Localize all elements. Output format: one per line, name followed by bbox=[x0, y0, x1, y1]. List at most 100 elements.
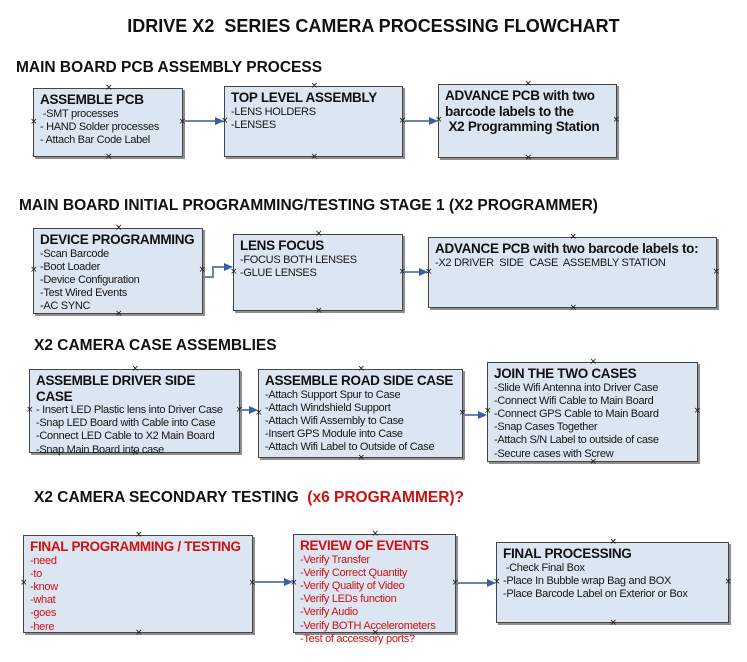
box-item: - Attach Bar Code Label bbox=[40, 133, 150, 146]
connector-line bbox=[456, 582, 487, 584]
box-title: FINAL PROCESSING bbox=[503, 546, 632, 561]
box-items: -Verify Transfer-Verify Correct Quantity… bbox=[300, 554, 449, 646]
box-items: -Scan Barcode-Boot Loader-Device Configu… bbox=[40, 248, 196, 314]
box-title: LENS FOCUS bbox=[240, 238, 325, 253]
connection-anchor-icon: × bbox=[612, 115, 620, 125]
flow-box-advance-pcb-driver-side: ADVANCE PCB with two barcode labels to: … bbox=[425, 233, 720, 313]
connection-anchor-icon: × bbox=[198, 265, 206, 275]
box-item: -Device Configuration bbox=[40, 273, 140, 286]
box-title: ASSEMBLE ROAD SIDE CASE bbox=[265, 373, 454, 388]
box-items: -Slide Wifi Antenna into Driver Case -Con… bbox=[494, 382, 691, 461]
box-item: -Connect LED Cable to X2 Main Board bbox=[36, 430, 215, 443]
box-item: -AC SYNC bbox=[40, 300, 91, 313]
page-title: IDRIVE X2 SERIES CAMERA PROCESSING FLOWC… bbox=[127, 16, 620, 36]
connector-line bbox=[203, 276, 214, 278]
section-heading-pcb-assembly: MAIN BOARD PCB ASSEMBLY PROCESS bbox=[16, 59, 323, 76]
box-items: - Insert LED Plastic lens into Driver Ca… bbox=[36, 404, 233, 457]
section-heading-case-assemblies: X2 CAMERA CASE ASSEMBLIES bbox=[34, 337, 277, 354]
box-items: -Check Final Box-Place In Bubble wrap Ba… bbox=[503, 562, 722, 602]
connector-line bbox=[212, 266, 224, 268]
box-item: -Snap Main Board into case bbox=[36, 443, 164, 456]
flow-box-top-level-assembly: TOP LEVEL ASSEMBLY -LENS HOLDERS-LENSES … bbox=[221, 82, 406, 162]
flow-box-join-the-two-cases: JOIN THE TWO CASES -Slide Wifi Antenna i… bbox=[484, 358, 701, 467]
box-item: -Verify Quality of Video bbox=[300, 579, 405, 592]
box-item: -LENS HOLDERS bbox=[231, 105, 316, 118]
box-items: -FOCUS BOTH LENSES-GLUE LENSES bbox=[240, 254, 396, 280]
box-item: -Verify Transfer bbox=[300, 553, 370, 566]
connector-line bbox=[253, 581, 284, 583]
box-item: -Connect GPS Cable to Main Board bbox=[494, 407, 659, 420]
flow-box-device-programming: DEVICE PROGRAMMING -Scan Barcode-Boot Lo… bbox=[30, 224, 206, 319]
connection-anchor-icon: × bbox=[371, 529, 380, 539]
box-item: -X2 DRIVER SIDE CASE ASSEMBLY STATION bbox=[435, 256, 666, 269]
box-item: -FOCUS BOTH LENSES bbox=[240, 253, 357, 266]
arrowhead-icon bbox=[478, 411, 487, 419]
arrowhead-icon bbox=[487, 579, 496, 587]
box-items: -SMT processes- HAND Solder processes- A… bbox=[40, 108, 176, 148]
box-item: -Check Final Box bbox=[503, 561, 585, 574]
box-item: -Attach Windshield Support bbox=[265, 401, 391, 414]
box-item: -to bbox=[30, 567, 42, 580]
box-title: FINAL PROGRAMMING / TESTING bbox=[30, 539, 241, 554]
box-item: -Attach Wifi Assembly to Case bbox=[265, 414, 404, 427]
connection-anchor-icon: × bbox=[131, 364, 140, 374]
box-title: JOIN THE TWO CASES bbox=[494, 366, 637, 381]
box-item: -SMT processes bbox=[40, 107, 119, 120]
section-heading-text: X2 CAMERA SECONDARY TESTING bbox=[34, 489, 299, 506]
box-title: ADVANCE PCB with two barcode labels to t… bbox=[445, 88, 600, 134]
box-title: ASSEMBLE DRIVER SIDE CASE bbox=[36, 373, 199, 404]
connection-anchor-icon: × bbox=[569, 232, 578, 242]
connection-anchor-icon: × bbox=[315, 229, 323, 239]
connection-anchor-icon: × bbox=[609, 537, 618, 547]
connector-line bbox=[404, 271, 419, 273]
box-item: -Verify LEDs function bbox=[300, 593, 397, 606]
connection-anchor-icon: × bbox=[310, 81, 319, 91]
box-item: -Slide Wifi Antenna into Driver Case bbox=[494, 381, 659, 394]
arrowhead-icon bbox=[429, 117, 438, 125]
box-title: DEVICE PROGRAMMING bbox=[40, 232, 195, 247]
connection-anchor-icon: × bbox=[135, 530, 143, 540]
flow-box-review-of-events: REVIEW OF EVENTS -Verify Transfer-Verify… bbox=[290, 530, 459, 645]
box-item: -Verify BOTH Accelerometers bbox=[300, 619, 436, 632]
arrowhead-icon bbox=[419, 268, 428, 276]
connection-anchor-icon: × bbox=[30, 116, 38, 127]
connector-line bbox=[240, 409, 249, 411]
flow-box-assemble-road-side-case: ASSEMBLE ROAD SIDE CASE -Attach Support … bbox=[255, 365, 466, 463]
section-heading-secondary-testing: X2 CAMERA SECONDARY TESTING (x6 PROGRAMM… bbox=[34, 489, 464, 507]
box-item: -LENSES bbox=[231, 118, 276, 131]
connection-anchor-icon: × bbox=[524, 153, 533, 163]
connection-anchor-icon: × bbox=[693, 406, 701, 416]
box-item: - HAND Solder processes bbox=[40, 120, 160, 133]
box-item: -Test Wired Events bbox=[40, 287, 127, 300]
connector-line bbox=[404, 120, 429, 122]
connection-anchor-icon: × bbox=[30, 265, 38, 275]
box-title: REVIEW OF EVENTS bbox=[300, 538, 429, 553]
arrowhead-icon bbox=[215, 117, 224, 125]
box-item: -Place In Bubble wrap Bag and BOX bbox=[503, 574, 672, 587]
flow-box-lens-focus: LENS FOCUS -FOCUS BOTH LENSES-GLUE LENSE… bbox=[230, 230, 406, 316]
connection-anchor-icon: × bbox=[724, 576, 732, 587]
connection-anchor-icon: × bbox=[115, 223, 123, 233]
arrowhead-icon bbox=[224, 263, 233, 271]
box-item: -Boot Loader bbox=[40, 260, 100, 273]
connection-anchor-icon: × bbox=[589, 357, 598, 367]
box-item: -Scan Barcode bbox=[40, 247, 109, 260]
box-items: -X2 DRIVER SIDE CASE ASSEMBLY STATION bbox=[435, 257, 710, 270]
box-item: -here bbox=[30, 620, 55, 633]
box-item: -Attach S/N Label to outside of case bbox=[494, 434, 659, 447]
box-items: -Attach Support Spur to Case-Attach Wind… bbox=[265, 389, 456, 455]
box-item: -Attach Support Spur to Case bbox=[265, 388, 401, 401]
connection-anchor-icon: × bbox=[26, 405, 34, 415]
connection-anchor-icon: × bbox=[315, 306, 323, 316]
box-item: -know bbox=[30, 580, 58, 593]
flow-box-assemble-driver-side-case: ASSEMBLE DRIVER SIDE CASE - Insert LED P… bbox=[26, 365, 243, 458]
arrowhead-icon bbox=[284, 578, 293, 586]
arrowhead-icon bbox=[249, 406, 258, 414]
box-item: -Attach Wifi Label to Outside of Case bbox=[265, 441, 435, 454]
box-title: ADVANCE PCB with two barcode labels to: bbox=[435, 241, 699, 256]
connector-line bbox=[184, 120, 215, 122]
box-item: -need bbox=[30, 554, 57, 567]
connector-line bbox=[463, 414, 478, 416]
section-heading-highlight: (x6 PROGRAMMER)? bbox=[298, 489, 465, 506]
